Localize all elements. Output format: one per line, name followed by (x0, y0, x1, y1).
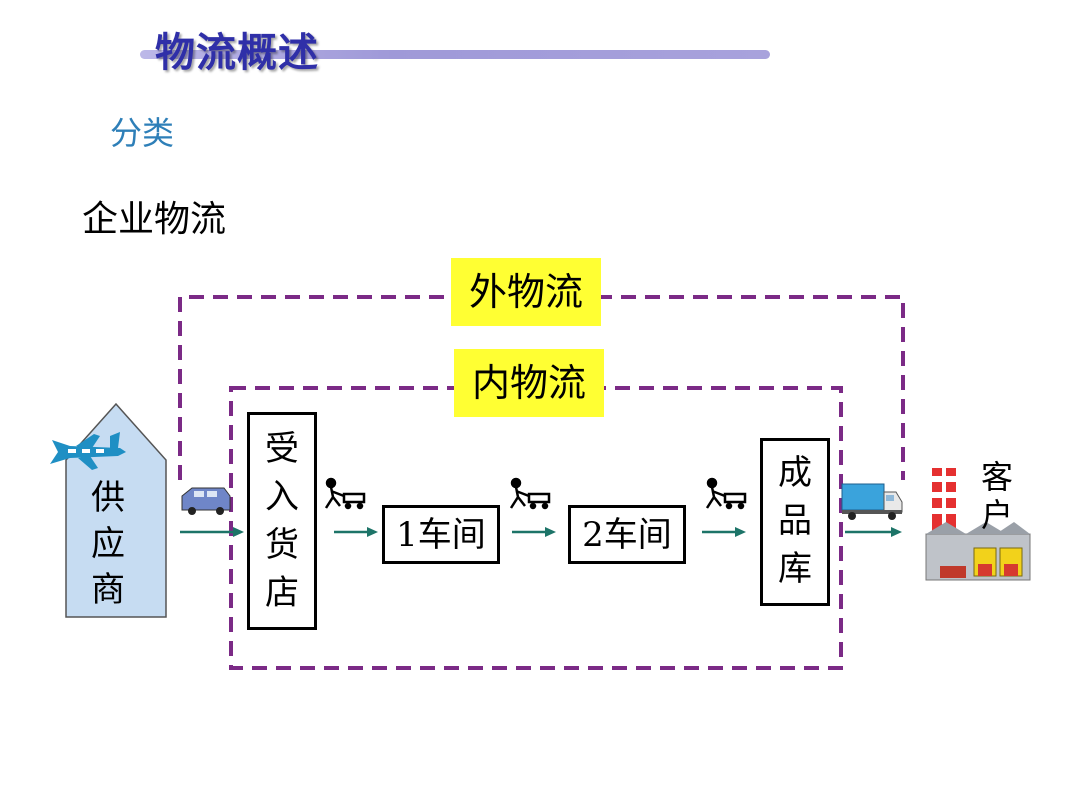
flow-arrows (180, 527, 902, 537)
supplier-char: 供 (91, 478, 125, 518)
receiving-char: 货 (265, 525, 299, 565)
airplane-icon (50, 432, 126, 470)
receiving-char: 店 (265, 573, 299, 613)
section-title: 企业物流 (82, 199, 227, 240)
customer-label: 客 户 (972, 458, 1022, 534)
factory-icon (925, 468, 1031, 581)
inner-logistics-border (229, 386, 843, 670)
supplier-label: 供 应 商 (78, 475, 138, 613)
customer-char: 客 (980, 458, 1013, 496)
outer-logistics-border (178, 295, 905, 480)
receiving-char: 入 (265, 477, 299, 517)
supplier-char: 商 (91, 570, 125, 610)
customer-char: 户 (980, 496, 1013, 534)
receiving-char: 受 (265, 429, 299, 469)
warehouse-char: 成 (778, 453, 812, 493)
subheading: 分类 (110, 114, 175, 152)
truck-icon (841, 483, 903, 520)
workshop-2-box: 2车间 (568, 505, 686, 564)
van-icon (181, 487, 231, 515)
hand-truck-icon (509, 477, 551, 510)
workshop-1-box: 1车间 (382, 505, 500, 564)
title-underline (140, 50, 770, 59)
warehouse-char: 品 (778, 501, 812, 541)
outer-logistics-label: 外物流 (451, 258, 601, 326)
supplier-shape (65, 402, 167, 618)
slide-title: 物流概述 (155, 30, 319, 76)
warehouse-char: 库 (778, 549, 812, 589)
hand-truck-icon (705, 477, 747, 510)
finished-goods-warehouse-box: 成 品 库 (760, 438, 830, 606)
hand-truck-icon (324, 477, 366, 510)
receiving-store-box: 受 入 货 店 (247, 412, 317, 630)
inner-logistics-label: 内物流 (454, 349, 604, 417)
supplier-char: 应 (91, 524, 125, 564)
